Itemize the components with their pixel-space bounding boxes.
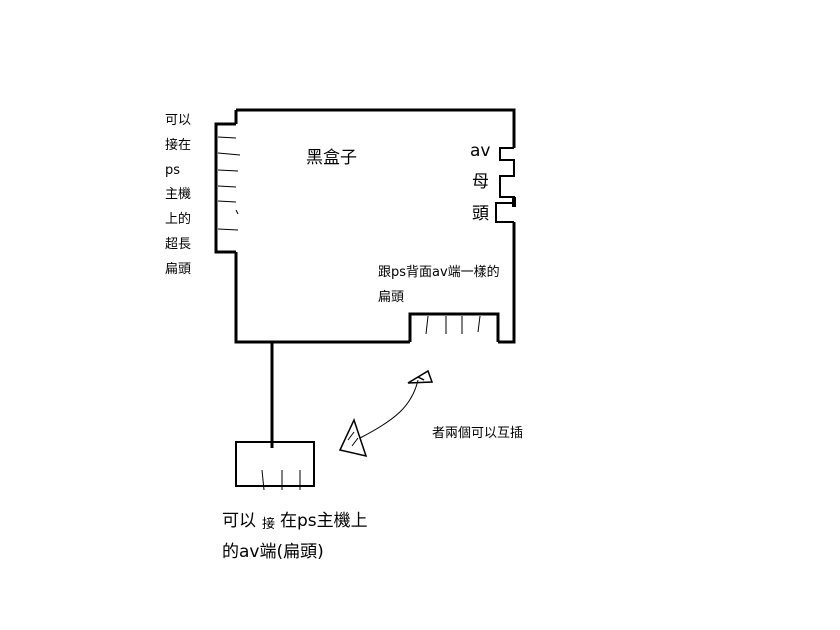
back-connector-label-line-2: 扁頭	[378, 290, 404, 305]
left-label-line-4: 主機	[165, 187, 191, 202]
left-side-label: 可以 接在 ps 主機 上的 超長 扁頭	[165, 113, 191, 277]
bottom-caption: 可以 接 在ps主機上 的av端(扁頭)	[222, 511, 368, 562]
left-label-line-2: 接在	[165, 137, 191, 153]
interchange-curve	[359, 379, 419, 439]
female-label: 母	[472, 172, 489, 192]
connector-tip-icon	[407, 369, 434, 384]
back-connector-label-line-1: 跟ps背面av端一樣的	[378, 264, 500, 280]
left-label-line-6: 超長	[165, 237, 191, 252]
caption-part-2: 接	[262, 516, 275, 532]
caption-part-1: 可以	[222, 511, 256, 531]
av-label: av	[470, 141, 490, 161]
bottom-flat-connector	[408, 312, 500, 342]
left-label-line-1: 可以	[165, 113, 191, 128]
interchange-note: 者兩個可以互插	[432, 426, 523, 441]
connector-tip-icon	[338, 417, 368, 458]
av-female-jacks	[495, 147, 516, 223]
head-label: 頭	[472, 204, 489, 224]
left-long-flat-connector	[214, 122, 241, 254]
caption-line-2: 的av端(扁頭)	[222, 542, 324, 562]
caption-part-3: 在ps主機上	[280, 511, 368, 531]
black-box-outline	[234, 108, 516, 344]
left-label-line-3: ps	[165, 163, 180, 178]
box-title: 黑盒子	[306, 148, 357, 168]
left-label-line-5: 上的	[165, 211, 191, 227]
av-flat-plug	[235, 441, 315, 491]
left-label-line-7: 扁頭	[165, 262, 191, 277]
